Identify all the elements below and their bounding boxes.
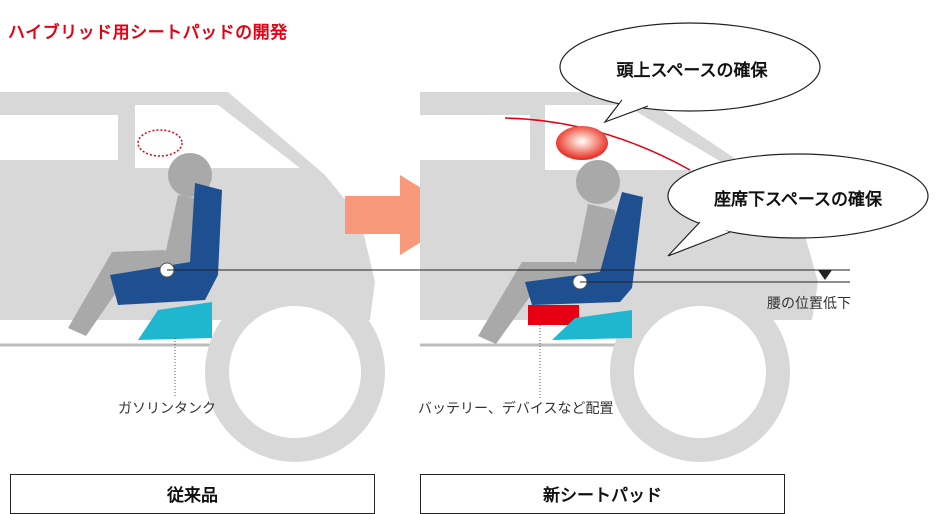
bubble-headroom-text: 頭上スペースの確保 — [616, 61, 768, 81]
conventional-window-rear — [135, 105, 300, 168]
conventional-fuel-tank — [138, 302, 212, 340]
caption-conventional: 従来品 — [10, 474, 375, 514]
comparison-diagram — [0, 22, 929, 462]
conventional-wheel — [205, 282, 385, 462]
label-fuel-tank: ガソリンタンク — [118, 401, 216, 417]
new-compact-tank — [552, 310, 632, 340]
label-hip-lower: 腰の位置低下 — [767, 296, 851, 312]
hip-drop-marker — [818, 270, 832, 280]
new-window — [420, 115, 530, 160]
page-title: ハイブリッド用シートパッドの開発 — [8, 23, 288, 43]
new-wheel — [610, 282, 790, 462]
bubble-headroom — [559, 22, 821, 124]
conventional-window — [0, 115, 118, 160]
conventional-car — [0, 92, 385, 462]
new-car — [420, 92, 818, 462]
new-battery-block — [528, 305, 579, 325]
new-head-space-glow — [556, 126, 608, 160]
label-battery: バッテリー、デバイスなど配置 — [418, 401, 614, 417]
bubble-underseat — [667, 153, 929, 257]
conventional-seat — [110, 183, 222, 305]
bubble-underseat-text: 座席下スペースの確保 — [714, 190, 882, 210]
new-seat — [525, 192, 643, 305]
transition-arrow — [345, 175, 465, 255]
conventional-head-space-marker — [137, 129, 183, 157]
caption-new: 新シートパッド — [420, 474, 785, 514]
